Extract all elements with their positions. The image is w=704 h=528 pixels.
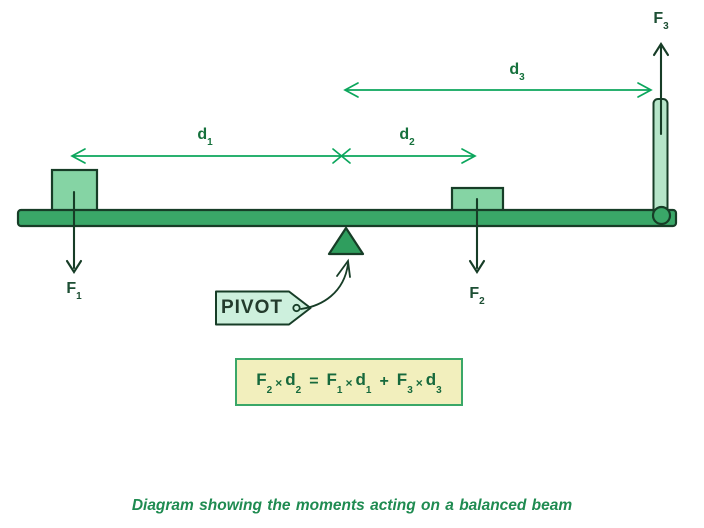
equation-term: F2 (256, 370, 273, 396)
force-label-f1: F1 (66, 280, 82, 303)
equation-operator: + (379, 372, 389, 390)
equation-term: d1 (355, 370, 372, 396)
f3-up-arrowhead-icon (652, 42, 670, 57)
equation-operator: × (275, 375, 283, 390)
d3-right-arrowhead-icon (637, 82, 653, 98)
equation-term: d2 (285, 370, 302, 396)
f1-down-arrowhead-icon (65, 259, 83, 274)
moment-equation-box: F2×d2=F1×d1+F3×d3 (235, 358, 463, 406)
tag-pointer-arrow (300, 258, 351, 310)
tag-hole-icon (292, 303, 301, 313)
dimension-arrows (70, 82, 653, 164)
equation-operator: × (345, 375, 353, 390)
force-arrows (65, 42, 670, 274)
equation-operator: × (415, 375, 423, 390)
equation-operator: = (309, 372, 319, 390)
hinge-ring (651, 205, 672, 226)
d2-right-arrowhead-icon (461, 148, 477, 164)
distance-label-d1: d1 (197, 126, 213, 149)
d3-left-arrowhead-icon (343, 82, 359, 98)
moment-equation-text: F2×d2=F1×d1+F3×d3 (256, 370, 442, 396)
pivot-tag-shape (215, 290, 312, 326)
caption: Diagram showing the moments acting on a … (131, 497, 573, 514)
d1-left-arrowhead-icon (70, 148, 86, 164)
distance-label-d2: d2 (399, 126, 415, 149)
curved-arrowhead-icon (336, 258, 351, 278)
f2-down-arrowhead-icon (468, 259, 486, 274)
force-label-f3: F3 (653, 10, 669, 33)
equation-term: d3 (425, 370, 442, 396)
distance-label-d3: d3 (509, 61, 525, 84)
curved-arrow-line (300, 263, 349, 310)
force-label-f2: F2 (469, 285, 485, 308)
beam (16, 208, 678, 228)
pivot-tag-label: PIVOT (220, 297, 283, 318)
pivot-triangle (327, 226, 365, 256)
equation-term: F1 (326, 370, 343, 396)
equation-term: F3 (396, 370, 413, 396)
